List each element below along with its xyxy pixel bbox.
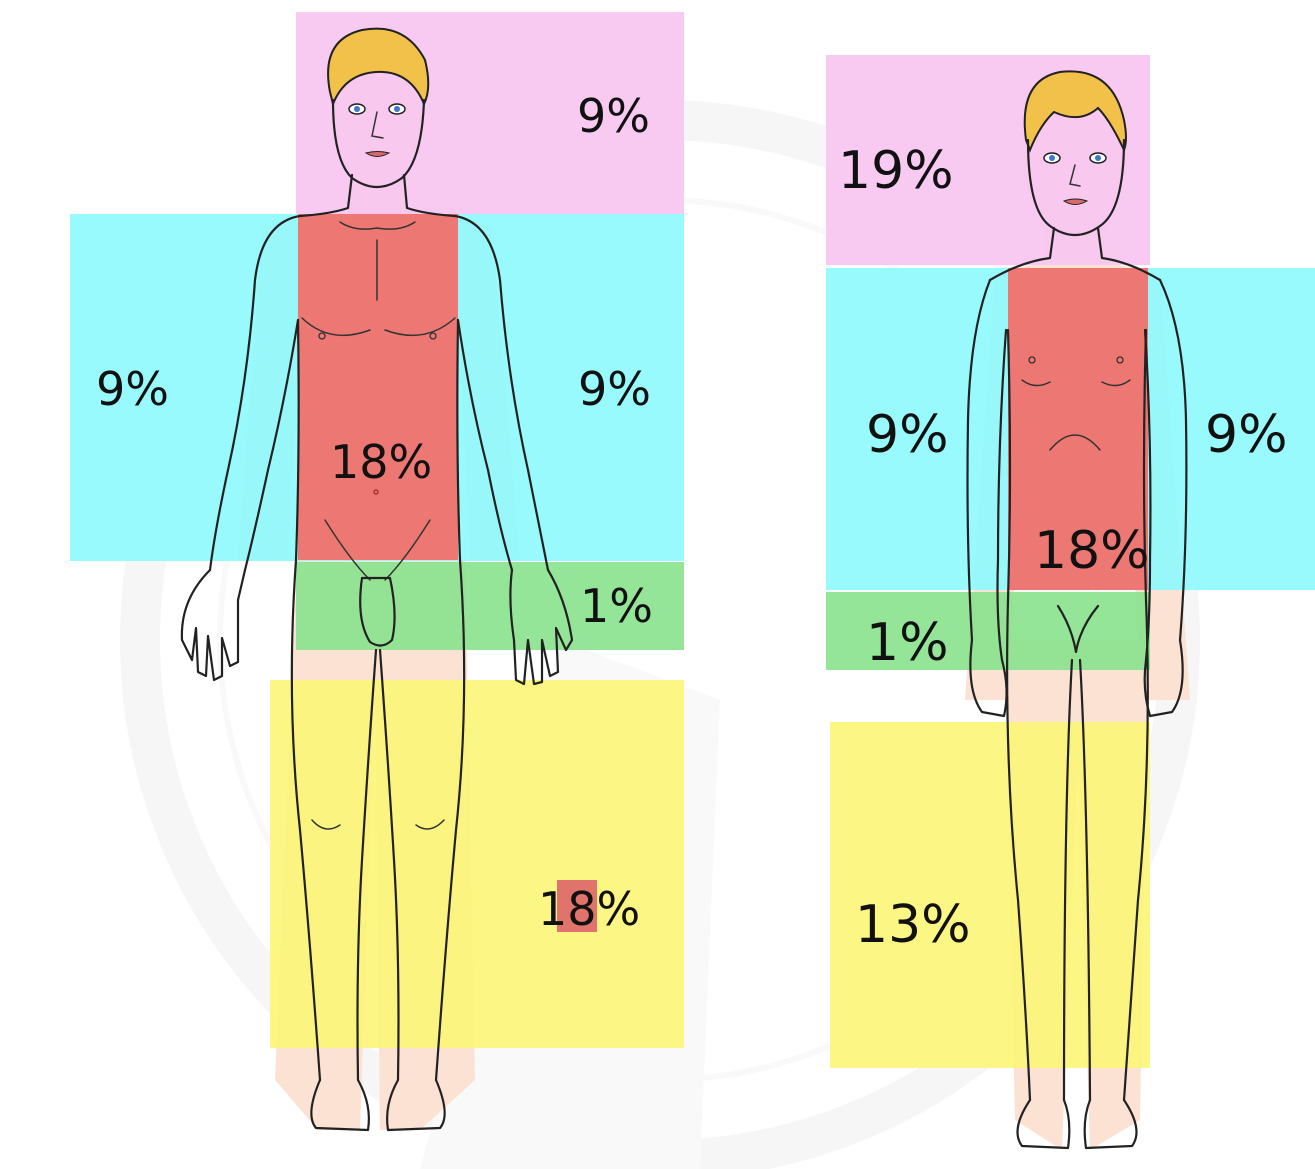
- child-trunk-label: 18%: [1034, 521, 1150, 581]
- adult-arm-left-label: 9%: [578, 362, 651, 416]
- adult-legs-label: 18%: [538, 882, 640, 936]
- child-arm-right-label: 9%: [866, 405, 949, 465]
- child-genital-label: 1%: [866, 613, 949, 673]
- adult-legs-region: [270, 680, 684, 1048]
- adult-head-label: 9%: [577, 89, 650, 143]
- child-figure: 19% 9% 9% 18% 1% 13%: [826, 55, 1315, 1150]
- adult-genital-label: 1%: [580, 579, 653, 633]
- adult-trunk-region: [298, 214, 458, 560]
- adult-arm-right-label: 9%: [96, 362, 169, 416]
- child-legs-label: 13%: [855, 895, 971, 955]
- adult-trunk-label: 18%: [330, 435, 432, 489]
- child-arm-left-label: 9%: [1205, 405, 1288, 465]
- child-head-label: 19%: [838, 141, 954, 201]
